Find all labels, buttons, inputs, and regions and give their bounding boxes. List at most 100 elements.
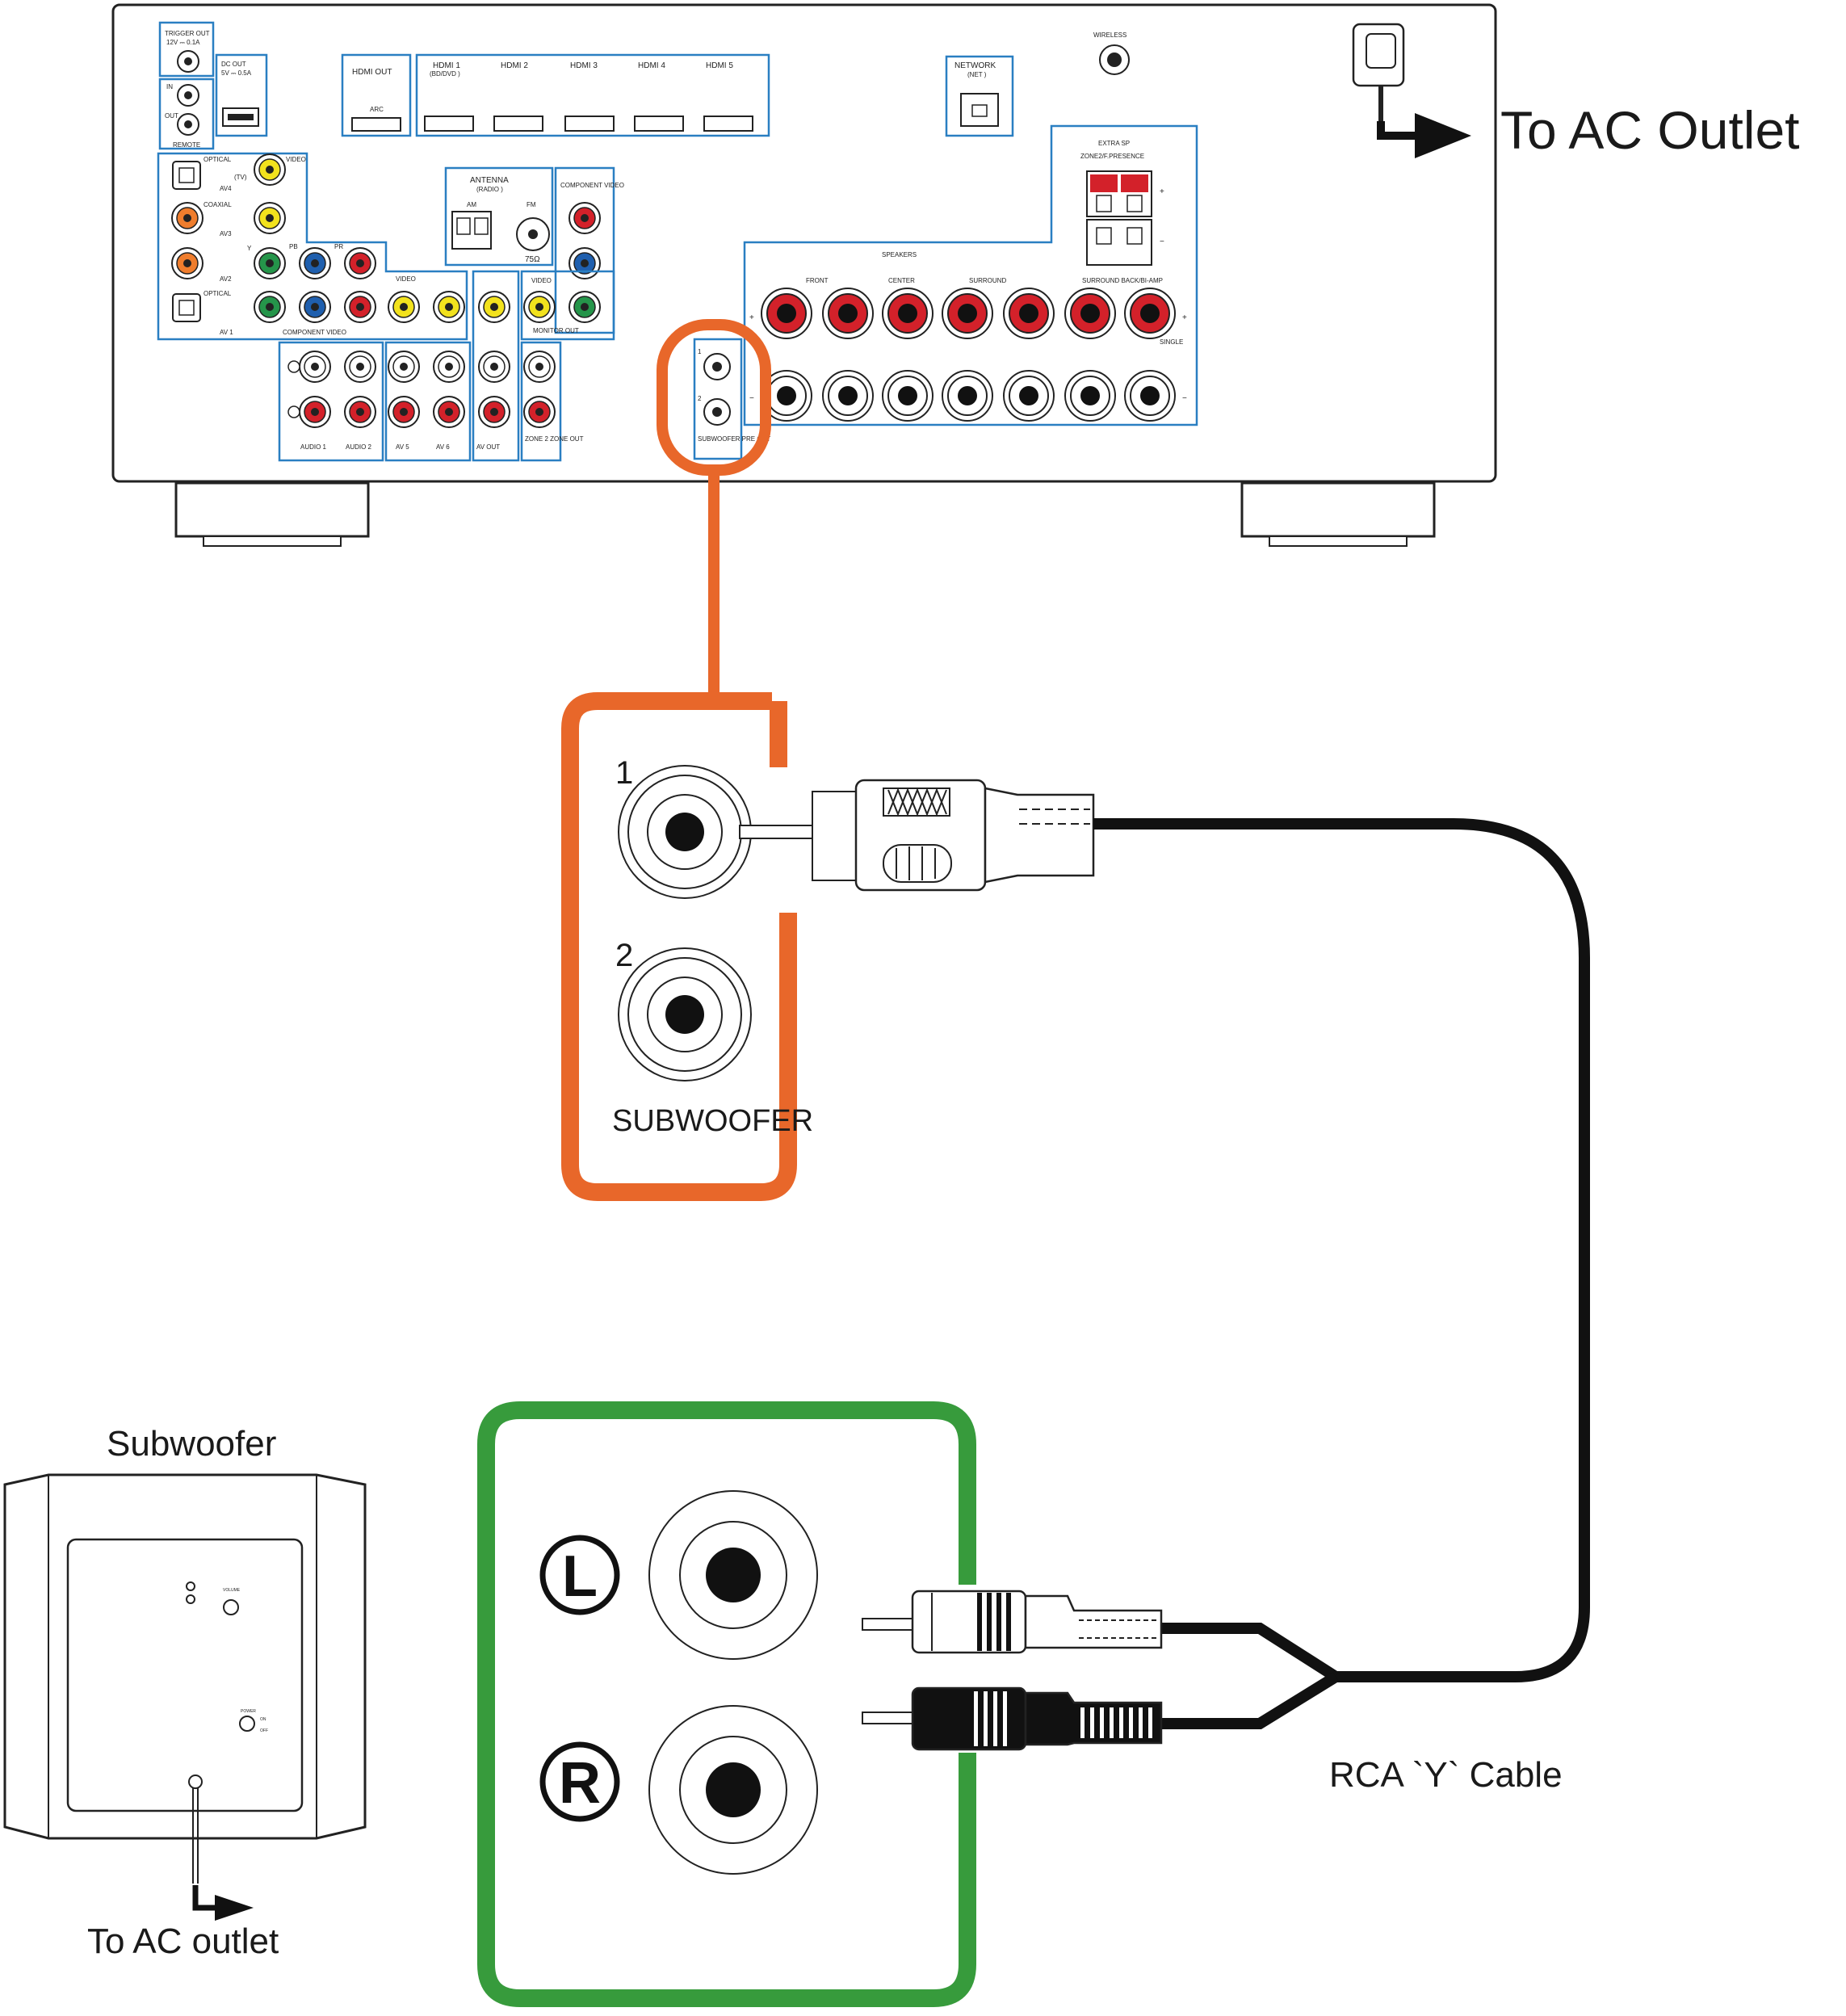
arc-label: ARC bbox=[370, 106, 384, 113]
sub-2-label: 2 bbox=[698, 395, 702, 402]
rca-jack-pin-11 bbox=[400, 303, 408, 311]
rca-jack-pin-23 bbox=[535, 363, 543, 371]
rca-jack-pin-27 bbox=[445, 408, 453, 416]
hdmi1-label: HDMI 1 bbox=[433, 61, 460, 70]
rca-jack-pin-3 bbox=[183, 214, 191, 222]
cable-label: RCA `Y` Cable bbox=[1329, 1755, 1563, 1795]
hdmi5-port bbox=[703, 116, 753, 132]
rca-jack-pin-25 bbox=[356, 408, 364, 416]
coaxial-label: COAXIAL bbox=[203, 201, 232, 208]
rca-jack-pin-26 bbox=[400, 408, 408, 416]
hdmi4-port bbox=[634, 116, 684, 132]
receiver-ac-label: To AC Outlet bbox=[1500, 100, 1800, 160]
ohm-label: 75Ω bbox=[525, 255, 540, 264]
antenna-label: ANTENNA bbox=[470, 176, 509, 185]
sub-power-cord-entry bbox=[188, 1774, 203, 1789]
av2-label: AV2 bbox=[220, 275, 232, 283]
fm-label: FM bbox=[527, 201, 536, 208]
ac-arrow-icon bbox=[1415, 113, 1471, 158]
speakers-label: SPEAKERS bbox=[882, 251, 917, 258]
speaker-post-hole-2-plus bbox=[838, 304, 858, 323]
hdmi1-sub-label: (BD/DVD ) bbox=[430, 70, 460, 78]
av-out-label: AV OUT bbox=[476, 443, 500, 451]
surround-label: SURROUND bbox=[969, 277, 1006, 284]
dc-out-label: DC OUT bbox=[221, 61, 246, 68]
hdmi1-port bbox=[424, 116, 474, 132]
hdmi5-label: HDMI 5 bbox=[706, 61, 733, 70]
speaker-plus-label: + bbox=[749, 313, 754, 322]
trigger-spec-label: 12V ⎓ 0.1A bbox=[166, 39, 200, 46]
inset-right-label: R bbox=[559, 1751, 601, 1816]
hdmi2-port bbox=[493, 116, 543, 132]
speaker-post-hole-5-plus bbox=[1019, 304, 1038, 323]
y-label: Y bbox=[247, 245, 252, 252]
rca-y-cable-branch-left bbox=[1161, 1623, 1339, 1682]
extra-sp-terminals bbox=[1086, 170, 1152, 266]
rca-jack-pin-10 bbox=[356, 303, 364, 311]
av6-label: AV 6 bbox=[436, 443, 450, 451]
video2-label: VIDEO bbox=[396, 275, 416, 283]
speaker-post-hole-1-plus bbox=[777, 304, 796, 323]
monitor-out-label: MONITOR OUT bbox=[533, 327, 579, 334]
sub-input-jack-right bbox=[648, 1705, 818, 1875]
rca-jack-pin-1 bbox=[266, 166, 274, 174]
rca-plug-receiver bbox=[739, 779, 1095, 892]
inset-jack-1 bbox=[618, 765, 752, 899]
rca-jack-pin-22 bbox=[490, 363, 498, 371]
speaker-terminals bbox=[761, 288, 1176, 422]
inset-left-label: L bbox=[562, 1544, 598, 1609]
rca-jack-pin-18 bbox=[311, 363, 319, 371]
rca-jack-pin-20 bbox=[400, 363, 408, 371]
rca-jack-pin-13 bbox=[490, 303, 498, 311]
inset-subwoofer-label: SUBWOOFER bbox=[612, 1104, 813, 1138]
rca-y-cable-main bbox=[1093, 818, 1590, 1682]
speaker-minus-right-label: − bbox=[1182, 394, 1187, 403]
rca-y-cable-branch-right bbox=[1161, 1672, 1339, 1729]
rca-plug-left-white bbox=[862, 1590, 1163, 1654]
sub-power-off-label: OFF bbox=[260, 1728, 268, 1733]
sub-input-jack-left bbox=[648, 1490, 818, 1660]
rca-jack-pin-9 bbox=[311, 303, 319, 311]
hdmi4-label: HDMI 4 bbox=[638, 61, 665, 70]
speaker-post-hole-7-plus bbox=[1140, 304, 1160, 323]
inset-jack1-label: 1 bbox=[615, 755, 633, 791]
av1-label: AV 1 bbox=[220, 329, 233, 336]
rca-jack-pin-29 bbox=[535, 408, 543, 416]
rca-jack-pin-15 bbox=[581, 259, 589, 267]
speaker-post-hole-3-minus bbox=[898, 386, 917, 405]
sub-pre-out-label: SUBWOOFER PRE OUT bbox=[698, 435, 770, 443]
speaker-post-hole-6-plus bbox=[1080, 304, 1100, 323]
rca-jack-pin-28 bbox=[490, 408, 498, 416]
right-channel-marker: R bbox=[539, 1741, 620, 1822]
pb-label: PB bbox=[289, 243, 298, 250]
remote-out-label: OUT bbox=[165, 112, 178, 120]
sub-pre-out-highlight bbox=[657, 319, 771, 476]
hdmi2-label: HDMI 2 bbox=[501, 61, 528, 70]
rca-jack-pin-7 bbox=[356, 259, 364, 267]
antenna-sub-label: (RADIO ) bbox=[476, 186, 503, 193]
sub-panel-input-r bbox=[186, 1594, 195, 1604]
dc-spec-label: 5V ⎓ 0.5A bbox=[221, 69, 252, 77]
speaker-minus-label: − bbox=[749, 394, 754, 403]
optical-tv-label: OPTICAL bbox=[203, 156, 232, 163]
speaker-post-hole-1-minus bbox=[777, 386, 796, 405]
extra-sp-label: EXTRA SP bbox=[1098, 140, 1130, 147]
remote-label: REMOTE bbox=[173, 141, 200, 149]
rca-jack-pin-2 bbox=[266, 214, 274, 222]
speaker-post-hole-4-plus bbox=[958, 304, 977, 323]
sub-volume-knob bbox=[223, 1599, 239, 1615]
speaker-post-hole-5-minus bbox=[1019, 386, 1038, 405]
speaker-post-hole-3-plus bbox=[898, 304, 917, 323]
subwoofer-title: Subwoofer bbox=[107, 1424, 276, 1464]
ac-power-plug bbox=[1352, 23, 1471, 158]
subwoofer-input-inset: L R bbox=[477, 1401, 976, 2007]
rca-jack-pin-21 bbox=[445, 363, 453, 371]
tv-label: (TV) bbox=[234, 174, 247, 181]
sub-ac-arrow-icon bbox=[215, 1895, 254, 1921]
surround-back-label: SURROUND BACK/BI-AMP bbox=[1082, 277, 1163, 284]
optical2-label: OPTICAL bbox=[203, 290, 232, 297]
av3-label: AV3 bbox=[220, 230, 232, 237]
subwoofer-rear-view: Subwoofer VOLUME POWER ON OFF To AC outl… bbox=[3, 1424, 367, 1961]
sub-volume-label: VOLUME bbox=[223, 1588, 241, 1593]
